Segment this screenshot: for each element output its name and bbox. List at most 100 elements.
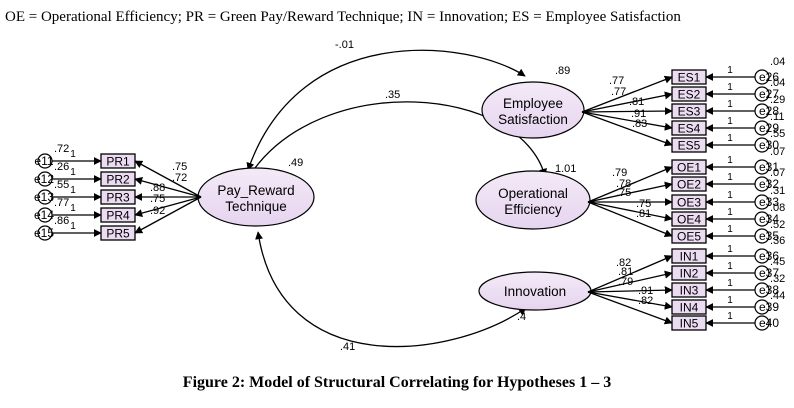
covariance-pr-in-value: .41	[340, 341, 355, 353]
es-error-variance: .04	[770, 56, 785, 68]
in-loading-value: .82	[638, 295, 653, 307]
pr-error-circle	[37, 153, 53, 169]
es-error-label: e29	[759, 121, 779, 135]
oe-fixed-path-value: 1	[727, 155, 733, 166]
in-loading-value: .79	[618, 276, 633, 288]
pr-error-variance: .86	[54, 215, 69, 227]
pr-error-label: e15	[34, 226, 54, 240]
pr-indicator-label: PR1	[106, 155, 130, 169]
oe-loading-value: .75	[616, 187, 631, 199]
pr-loading-value: .88	[150, 182, 165, 194]
oe-loading-value: .79	[612, 167, 627, 179]
es-loading-value: .77	[609, 75, 624, 87]
covariance-pr-oe-value: .35	[385, 89, 400, 101]
in-error-variance: .45	[770, 256, 785, 268]
in-loading-value: .91	[638, 285, 653, 297]
pr-indicator-label: PR3	[106, 191, 130, 205]
covariance-pr-oe	[249, 101, 547, 177]
oe-loading-path	[587, 201, 673, 222]
es-error-variance: .04	[770, 77, 785, 89]
oe-loading-value: .75	[636, 198, 651, 210]
in-loading-path	[587, 270, 673, 293]
es-error-circle	[754, 86, 770, 102]
in-loading-path	[587, 255, 673, 293]
latent-pay-reward-label-line1: Pay_Reward	[217, 183, 294, 198]
in-loading-path	[587, 291, 673, 325]
latent-employee-satisfaction-r2: .89	[555, 65, 570, 77]
in-indicator-label: IN5	[680, 317, 699, 331]
in-error-circle	[754, 265, 770, 281]
latent-operational-efficiency-label-line2: Efficiency	[504, 202, 562, 217]
oe-error-variance: .31	[770, 185, 785, 197]
oe-indicator-label: OE5	[677, 230, 701, 244]
oe-loading-value: .78	[616, 178, 631, 190]
latent-innovation-r2: .4	[517, 311, 526, 323]
pr-fixed-path-value: 1	[70, 203, 76, 214]
es-error-label: e27	[759, 87, 779, 101]
es-loading-value: .77	[611, 86, 626, 98]
oe-loading-path	[587, 201, 673, 238]
es-fixed-path-value: 1	[727, 65, 733, 76]
pr-error-variance: .55	[54, 179, 69, 191]
es-loading-path	[581, 107, 673, 116]
pr-indicator-label: PR5	[106, 227, 130, 241]
pr-error-label: e14	[34, 208, 54, 222]
in-fixed-path-value: 1	[727, 311, 733, 322]
latent-pay-reward-r2: .49	[288, 157, 303, 169]
latent-operational-efficiency	[475, 170, 591, 230]
covariance-pr-es-value: -.01	[335, 39, 354, 51]
latent-pay-reward-label-line2: Technique	[225, 199, 287, 214]
pr-error-circle	[37, 171, 53, 187]
es-fixed-path-value: 1	[727, 133, 733, 144]
pr-loading-value: .75	[172, 161, 187, 173]
pr-loading-path	[134, 160, 202, 198]
pr-fixed-path-value: 1	[70, 149, 76, 160]
in-loading-path	[587, 286, 673, 295]
pr-loading-value: .75	[150, 193, 165, 205]
pr-indicator-label: PR2	[106, 173, 130, 187]
in-error-circle	[754, 282, 770, 298]
in-fixed-path-value: 1	[727, 278, 733, 289]
oe-fixed-path-value: 1	[727, 224, 733, 235]
pr-error-label: e13	[34, 190, 54, 204]
es-error-circle	[754, 69, 770, 85]
in-error-label: e37	[759, 266, 779, 280]
pr-error-label: e11	[34, 154, 53, 168]
latent-employee-satisfaction-label-line2: Satisfaction	[498, 112, 568, 127]
es-indicator-label: ES2	[678, 88, 701, 102]
oe-error-label: e31	[759, 160, 779, 174]
oe-error-circle	[754, 194, 770, 210]
in-indicator-label: IN3	[680, 284, 699, 298]
in-loading-value: .81	[618, 266, 633, 278]
covariance-pr-es	[246, 49, 526, 171]
es-error-circle	[754, 137, 770, 153]
latent-employee-satisfaction-label-line1: Employee	[503, 96, 563, 111]
in-loading-path	[587, 291, 673, 310]
es-error-variance: .55	[770, 128, 785, 140]
pr-loading-value: .72	[172, 172, 187, 184]
es-indicator-label: ES3	[678, 105, 701, 119]
in-indicator-label: IN1	[680, 250, 699, 264]
es-loading-path	[581, 75, 673, 113]
es-loading-path	[581, 111, 673, 147]
es-error-circle	[754, 103, 770, 119]
es-indicator-label: ES4	[678, 122, 701, 136]
latent-operational-efficiency-label-line1: Operational	[498, 186, 568, 201]
in-error-variance: .44	[770, 290, 785, 302]
in-error-variance: .36	[770, 235, 785, 247]
oe-loading-path	[587, 181, 673, 203]
pr-loading-path	[134, 196, 202, 217]
in-fixed-path-value: 1	[727, 261, 733, 272]
in-error-label: e40	[759, 316, 779, 330]
oe-indicator-label: OE3	[677, 196, 701, 210]
pr-error-variance: .72	[54, 143, 69, 155]
es-error-label: e26	[759, 70, 779, 84]
pr-error-variance: .26	[54, 161, 69, 173]
in-error-label: e36	[759, 249, 779, 263]
pr-loading-value: .92	[150, 205, 165, 217]
in-error-label: e38	[759, 283, 779, 297]
oe-error-variance: .52	[770, 219, 785, 231]
oe-fixed-path-value: 1	[727, 207, 733, 218]
oe-error-variance: .07	[770, 146, 785, 158]
es-error-circle	[754, 120, 770, 136]
